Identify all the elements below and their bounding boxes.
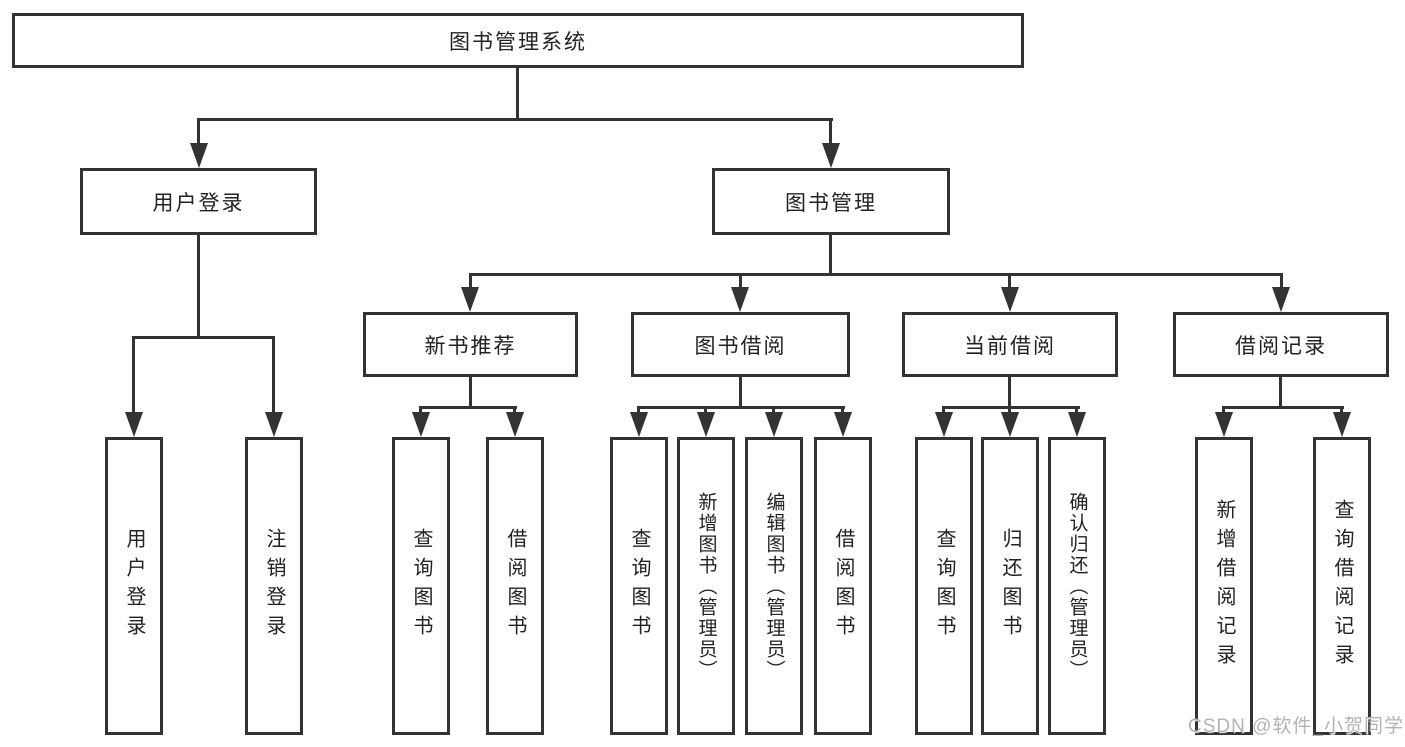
- connector-line: [419, 406, 422, 415]
- node-new-book-recommend: 新书推荐: [363, 312, 578, 377]
- arrow-down-icon: [935, 412, 953, 437]
- node-book-borrow-label: 图书借阅: [694, 334, 787, 358]
- node-current-borrow-label: 当前借阅: [964, 334, 1056, 358]
- node-user-login-branch: 用户登录: [80, 168, 317, 235]
- connector-line: [132, 336, 275, 339]
- arrow-down-icon: [1333, 412, 1351, 437]
- leaf-add-borrow-record-label: 新增借阅记录: [1213, 499, 1235, 673]
- connector-line: [1340, 406, 1343, 415]
- connector-line: [637, 406, 640, 415]
- leaf-query-book-recommend: 查询图书: [392, 437, 450, 735]
- connector-line: [469, 273, 1283, 276]
- arrow-down-icon: [630, 412, 648, 437]
- leaf-borrow-book-recommend-label: 借阅图书: [504, 528, 526, 644]
- connector-line: [1280, 273, 1283, 290]
- connector-line: [513, 406, 516, 415]
- node-user-login-branch-label: 用户登录: [152, 191, 245, 215]
- node-book-management-branch-label: 图书管理: [785, 191, 877, 215]
- connector-line: [1279, 377, 1282, 408]
- arrow-down-icon: [1068, 412, 1086, 437]
- leaf-query-book-current-label: 查询图书: [933, 528, 955, 644]
- connector-line: [1075, 406, 1078, 415]
- connector-line: [638, 406, 845, 409]
- connector-line: [1008, 377, 1011, 408]
- arrow-down-icon: [412, 412, 430, 437]
- leaf-add-borrow-record: 新增借阅记录: [1195, 437, 1253, 735]
- leaf-query-borrow-record-label: 查询借阅记录: [1331, 499, 1353, 673]
- node-root-label: 图书管理系统: [449, 30, 587, 54]
- arrow-down-icon: [125, 412, 143, 437]
- arrow-down-icon: [1272, 287, 1290, 312]
- connector-line: [1223, 406, 1344, 409]
- connector-line: [829, 235, 832, 276]
- connector-line: [841, 406, 844, 415]
- node-book-borrow: 图书借阅: [631, 312, 850, 377]
- connector-line: [942, 406, 945, 415]
- leaf-logout-label: 注销登录: [263, 528, 285, 644]
- watermark: CSDN @软件_小贺同学: [1188, 716, 1404, 737]
- connector-line: [1222, 406, 1225, 415]
- node-book-management-branch: 图书管理: [712, 168, 950, 235]
- arrow-down-icon: [697, 412, 715, 437]
- arrow-down-icon: [506, 412, 524, 437]
- node-root-system: 图书管理系统: [12, 13, 1024, 68]
- arrow-down-icon: [190, 143, 208, 168]
- arrow-down-icon: [822, 143, 840, 168]
- connector-line: [516, 68, 519, 121]
- connector-line: [197, 235, 200, 339]
- leaf-borrow-book-label: 借阅图书: [832, 528, 854, 644]
- node-current-borrow: 当前借阅: [902, 312, 1118, 377]
- leaf-return-book-label: 归还图书: [999, 528, 1021, 644]
- arrow-down-icon: [1215, 412, 1233, 437]
- node-borrow-record: 借阅记录: [1173, 312, 1389, 377]
- arrow-down-icon: [265, 412, 283, 437]
- leaf-confirm-return-admin-label: 确认归还（管理员）: [1066, 491, 1088, 681]
- arrow-down-icon: [731, 287, 749, 312]
- connector-line: [829, 118, 832, 146]
- leaf-query-book-recommend-label: 查询图书: [410, 528, 432, 644]
- leaf-edit-book-admin: 编辑图书（管理员）: [745, 437, 803, 735]
- leaf-borrow-book-recommend: 借阅图书: [486, 437, 544, 735]
- connector-line: [772, 406, 775, 415]
- leaf-query-book-borrow-label: 查询图书: [628, 528, 650, 644]
- connector-line: [943, 406, 1080, 409]
- connector-line: [197, 118, 200, 146]
- connector-line: [197, 118, 833, 121]
- node-borrow-record-label: 借阅记录: [1235, 334, 1327, 358]
- arrow-down-icon: [1001, 412, 1019, 437]
- arrow-down-icon: [461, 287, 479, 312]
- leaf-user-login: 用户登录: [105, 437, 163, 735]
- connector-line: [272, 336, 275, 414]
- connector-line: [704, 406, 707, 415]
- connector-line: [739, 377, 742, 408]
- connector-line: [739, 273, 742, 290]
- leaf-logout: 注销登录: [245, 437, 303, 735]
- connector-line: [469, 377, 472, 408]
- connector-line: [132, 336, 135, 414]
- connector-line: [469, 273, 472, 290]
- node-new-book-recommend-label: 新书推荐: [424, 334, 517, 358]
- leaf-add-book-admin: 新增图书（管理员）: [677, 437, 735, 735]
- leaf-add-book-admin-label: 新增图书（管理员）: [695, 491, 717, 681]
- connector-line: [419, 406, 517, 409]
- leaf-user-login-label: 用户登录: [123, 528, 145, 644]
- leaf-return-book: 归还图书: [981, 437, 1039, 735]
- arrow-down-icon: [834, 412, 852, 437]
- leaf-query-borrow-record: 查询借阅记录: [1313, 437, 1371, 735]
- leaf-query-book-borrow: 查询图书: [610, 437, 668, 735]
- leaf-borrow-book: 借阅图书: [814, 437, 872, 735]
- arrow-down-icon: [1001, 287, 1019, 312]
- connector-line: [1008, 273, 1011, 290]
- leaf-edit-book-admin-label: 编辑图书（管理员）: [763, 491, 785, 681]
- connector-line: [1008, 406, 1011, 415]
- leaf-confirm-return-admin: 确认归还（管理员）: [1048, 437, 1106, 735]
- leaf-query-book-current: 查询图书: [915, 437, 973, 735]
- arrow-down-icon: [765, 412, 783, 437]
